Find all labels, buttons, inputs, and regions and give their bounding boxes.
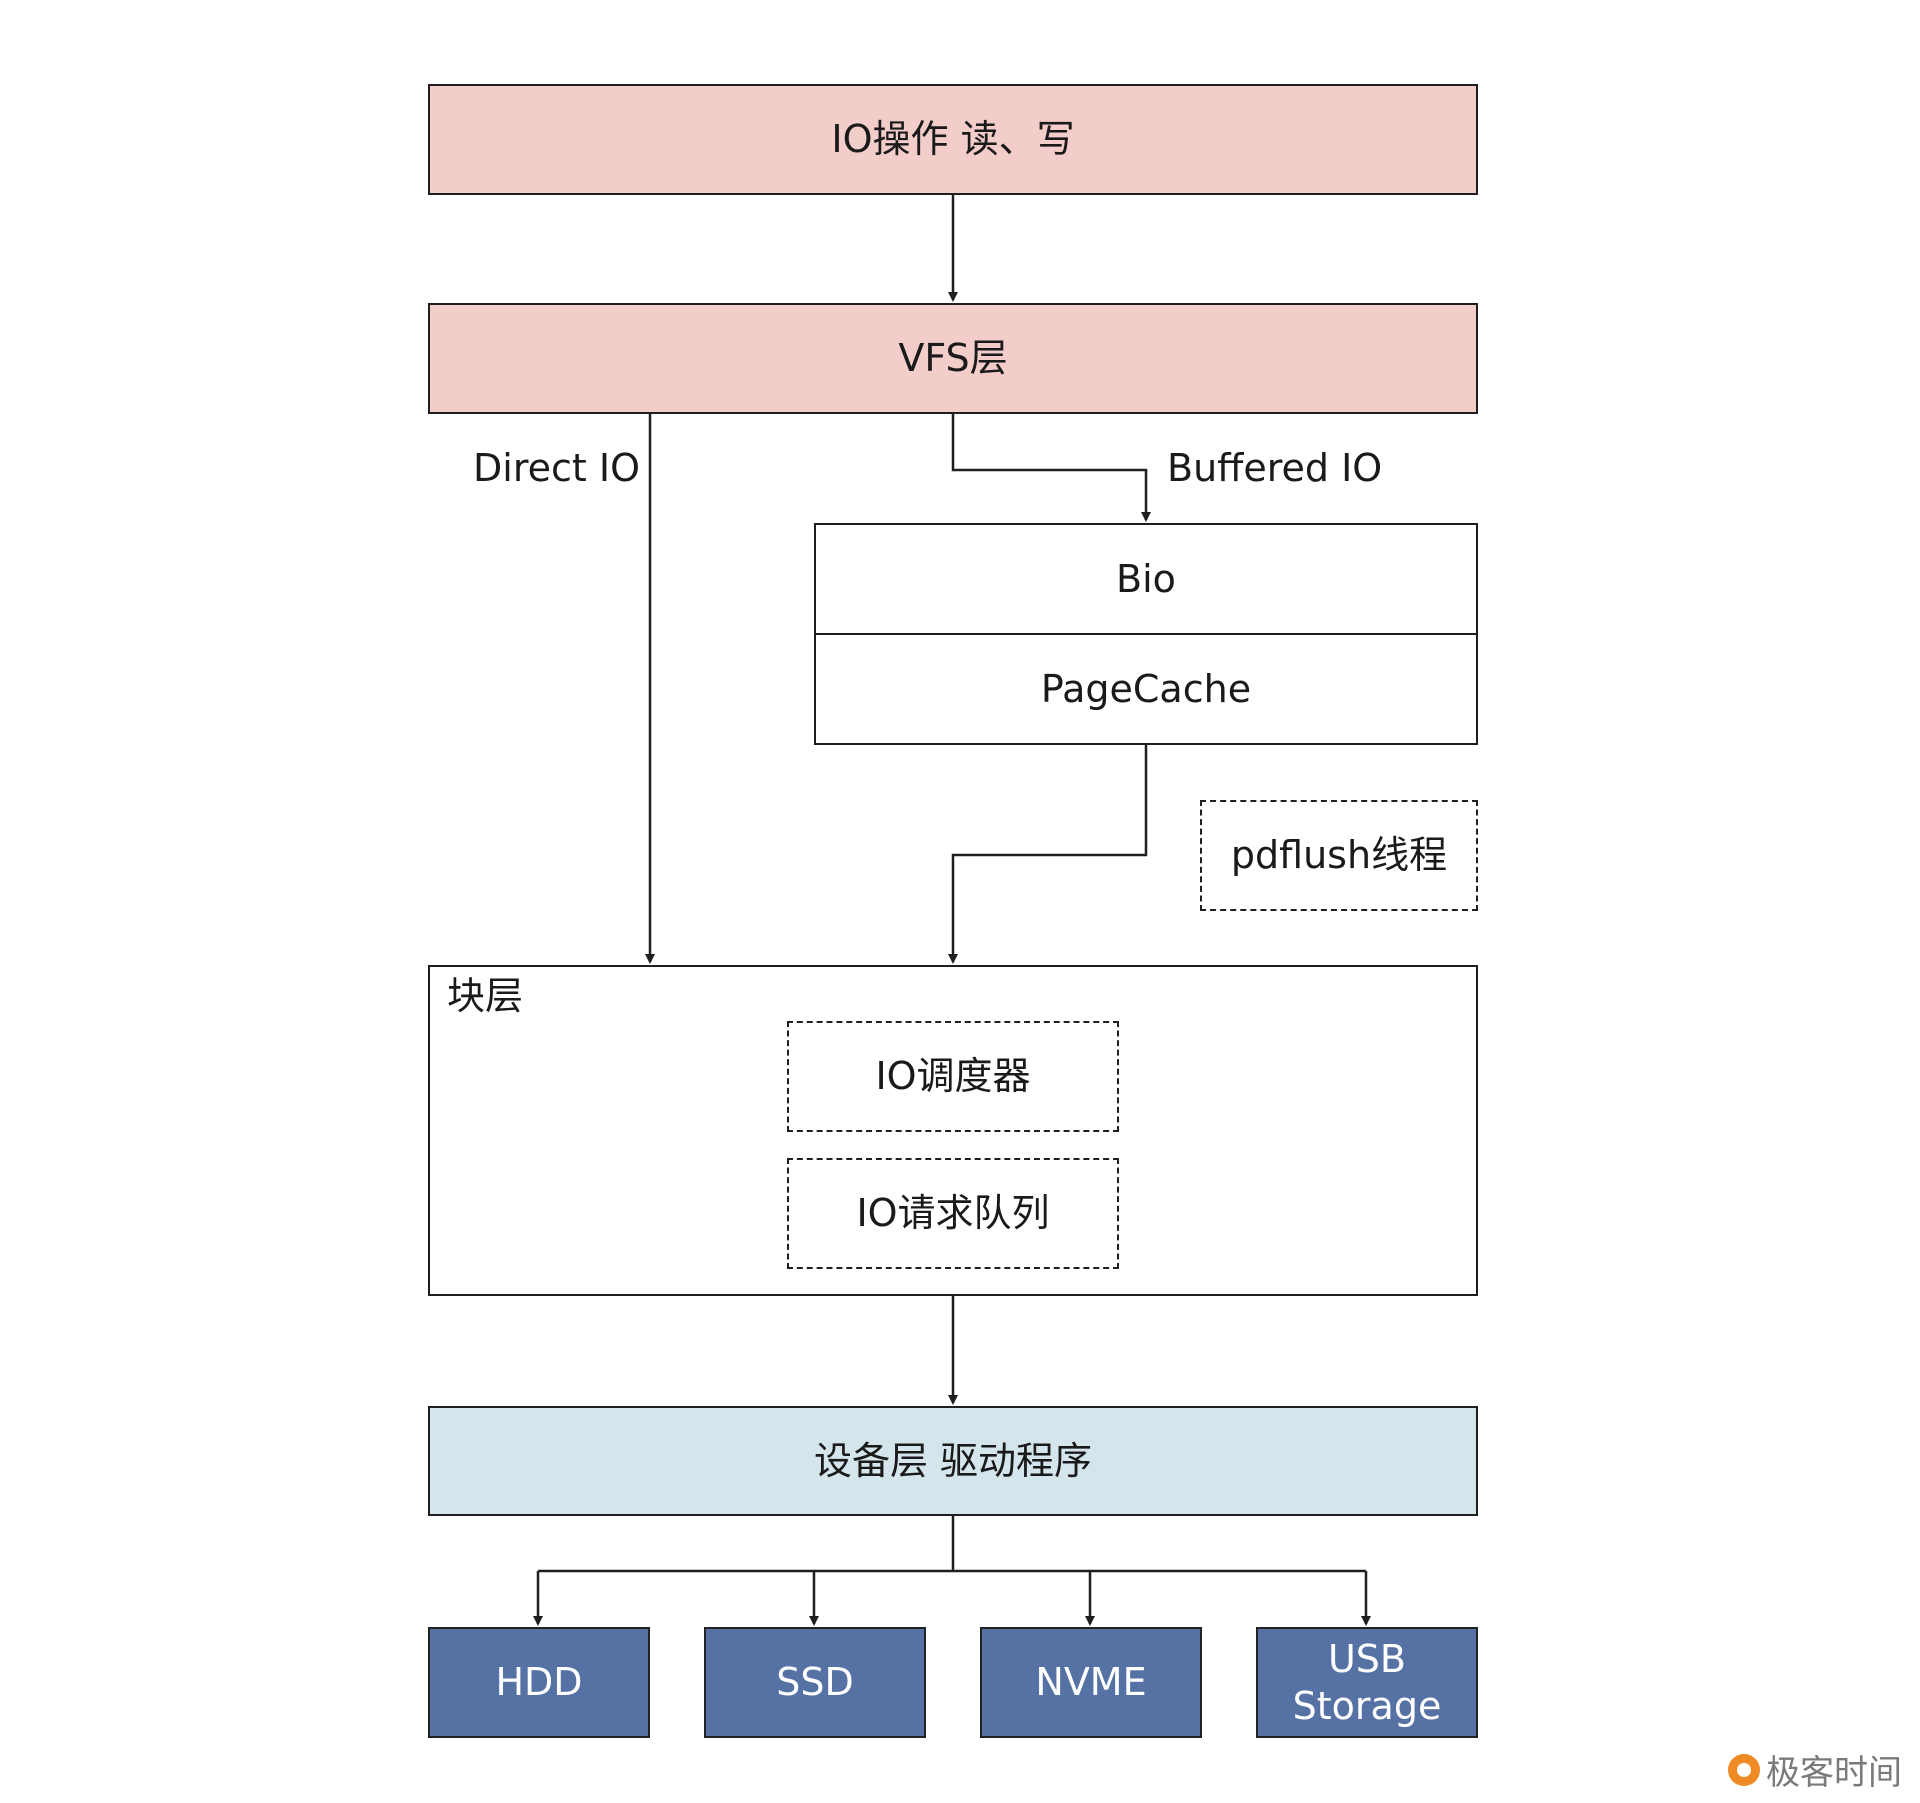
block-layer-label: 块层 — [447, 974, 524, 1018]
io-request-queue-box: IO请求队列 — [787, 1158, 1119, 1269]
geektime-logo-icon — [1728, 1753, 1760, 1786]
ssd-box: SSD — [704, 1627, 926, 1738]
arrow-pagecache-to-block — [948, 745, 1148, 964]
pagecache-label: PageCache — [1040, 666, 1252, 711]
bio-label: Bio — [1116, 557, 1176, 602]
ssd-label: SSD — [776, 1660, 854, 1705]
io-request-queue-label: IO请求队列 — [856, 1191, 1050, 1236]
pdflush-thread-box: pdflush线程 — [1200, 800, 1478, 911]
usb-storage-box: USB Storage — [1256, 1627, 1478, 1738]
bus-device-layer — [538, 1516, 1366, 1573]
io-scheduler-label: IO调度器 — [875, 1054, 1031, 1099]
bio-box: Bio — [814, 523, 1478, 636]
arrow-buffered-io — [951, 414, 1151, 522]
vfs-layer-box: VFS层 — [428, 303, 1478, 414]
pdflush-thread-label: pdflush线程 — [1230, 833, 1448, 878]
hdd-label: HDD — [495, 1660, 583, 1705]
buffered-io-label: Buffered IO — [1167, 446, 1383, 490]
hdd-box: HDD — [428, 1627, 650, 1738]
io-operation-box: IO操作 读、写 — [428, 84, 1478, 195]
io-operation-label: IO操作 读、写 — [831, 117, 1075, 162]
vfs-layer-label: VFS层 — [898, 336, 1008, 381]
device-layer-box: 设备层 驱动程序 — [428, 1406, 1478, 1516]
nvme-box: NVME — [980, 1627, 1202, 1738]
io-scheduler-box: IO调度器 — [787, 1021, 1119, 1132]
watermark-logo: 极客时间 — [1728, 1745, 1902, 1794]
device-layer-label: 设备层 驱动程序 — [813, 1438, 1093, 1483]
watermark-text: 极客时间 — [1766, 1753, 1902, 1793]
direct-io-label: Direct IO — [473, 446, 640, 490]
pagecache-box: PageCache — [814, 633, 1478, 745]
usb-storage-label: USB Storage — [1292, 1637, 1442, 1728]
nvme-label: NVME — [1035, 1660, 1147, 1705]
